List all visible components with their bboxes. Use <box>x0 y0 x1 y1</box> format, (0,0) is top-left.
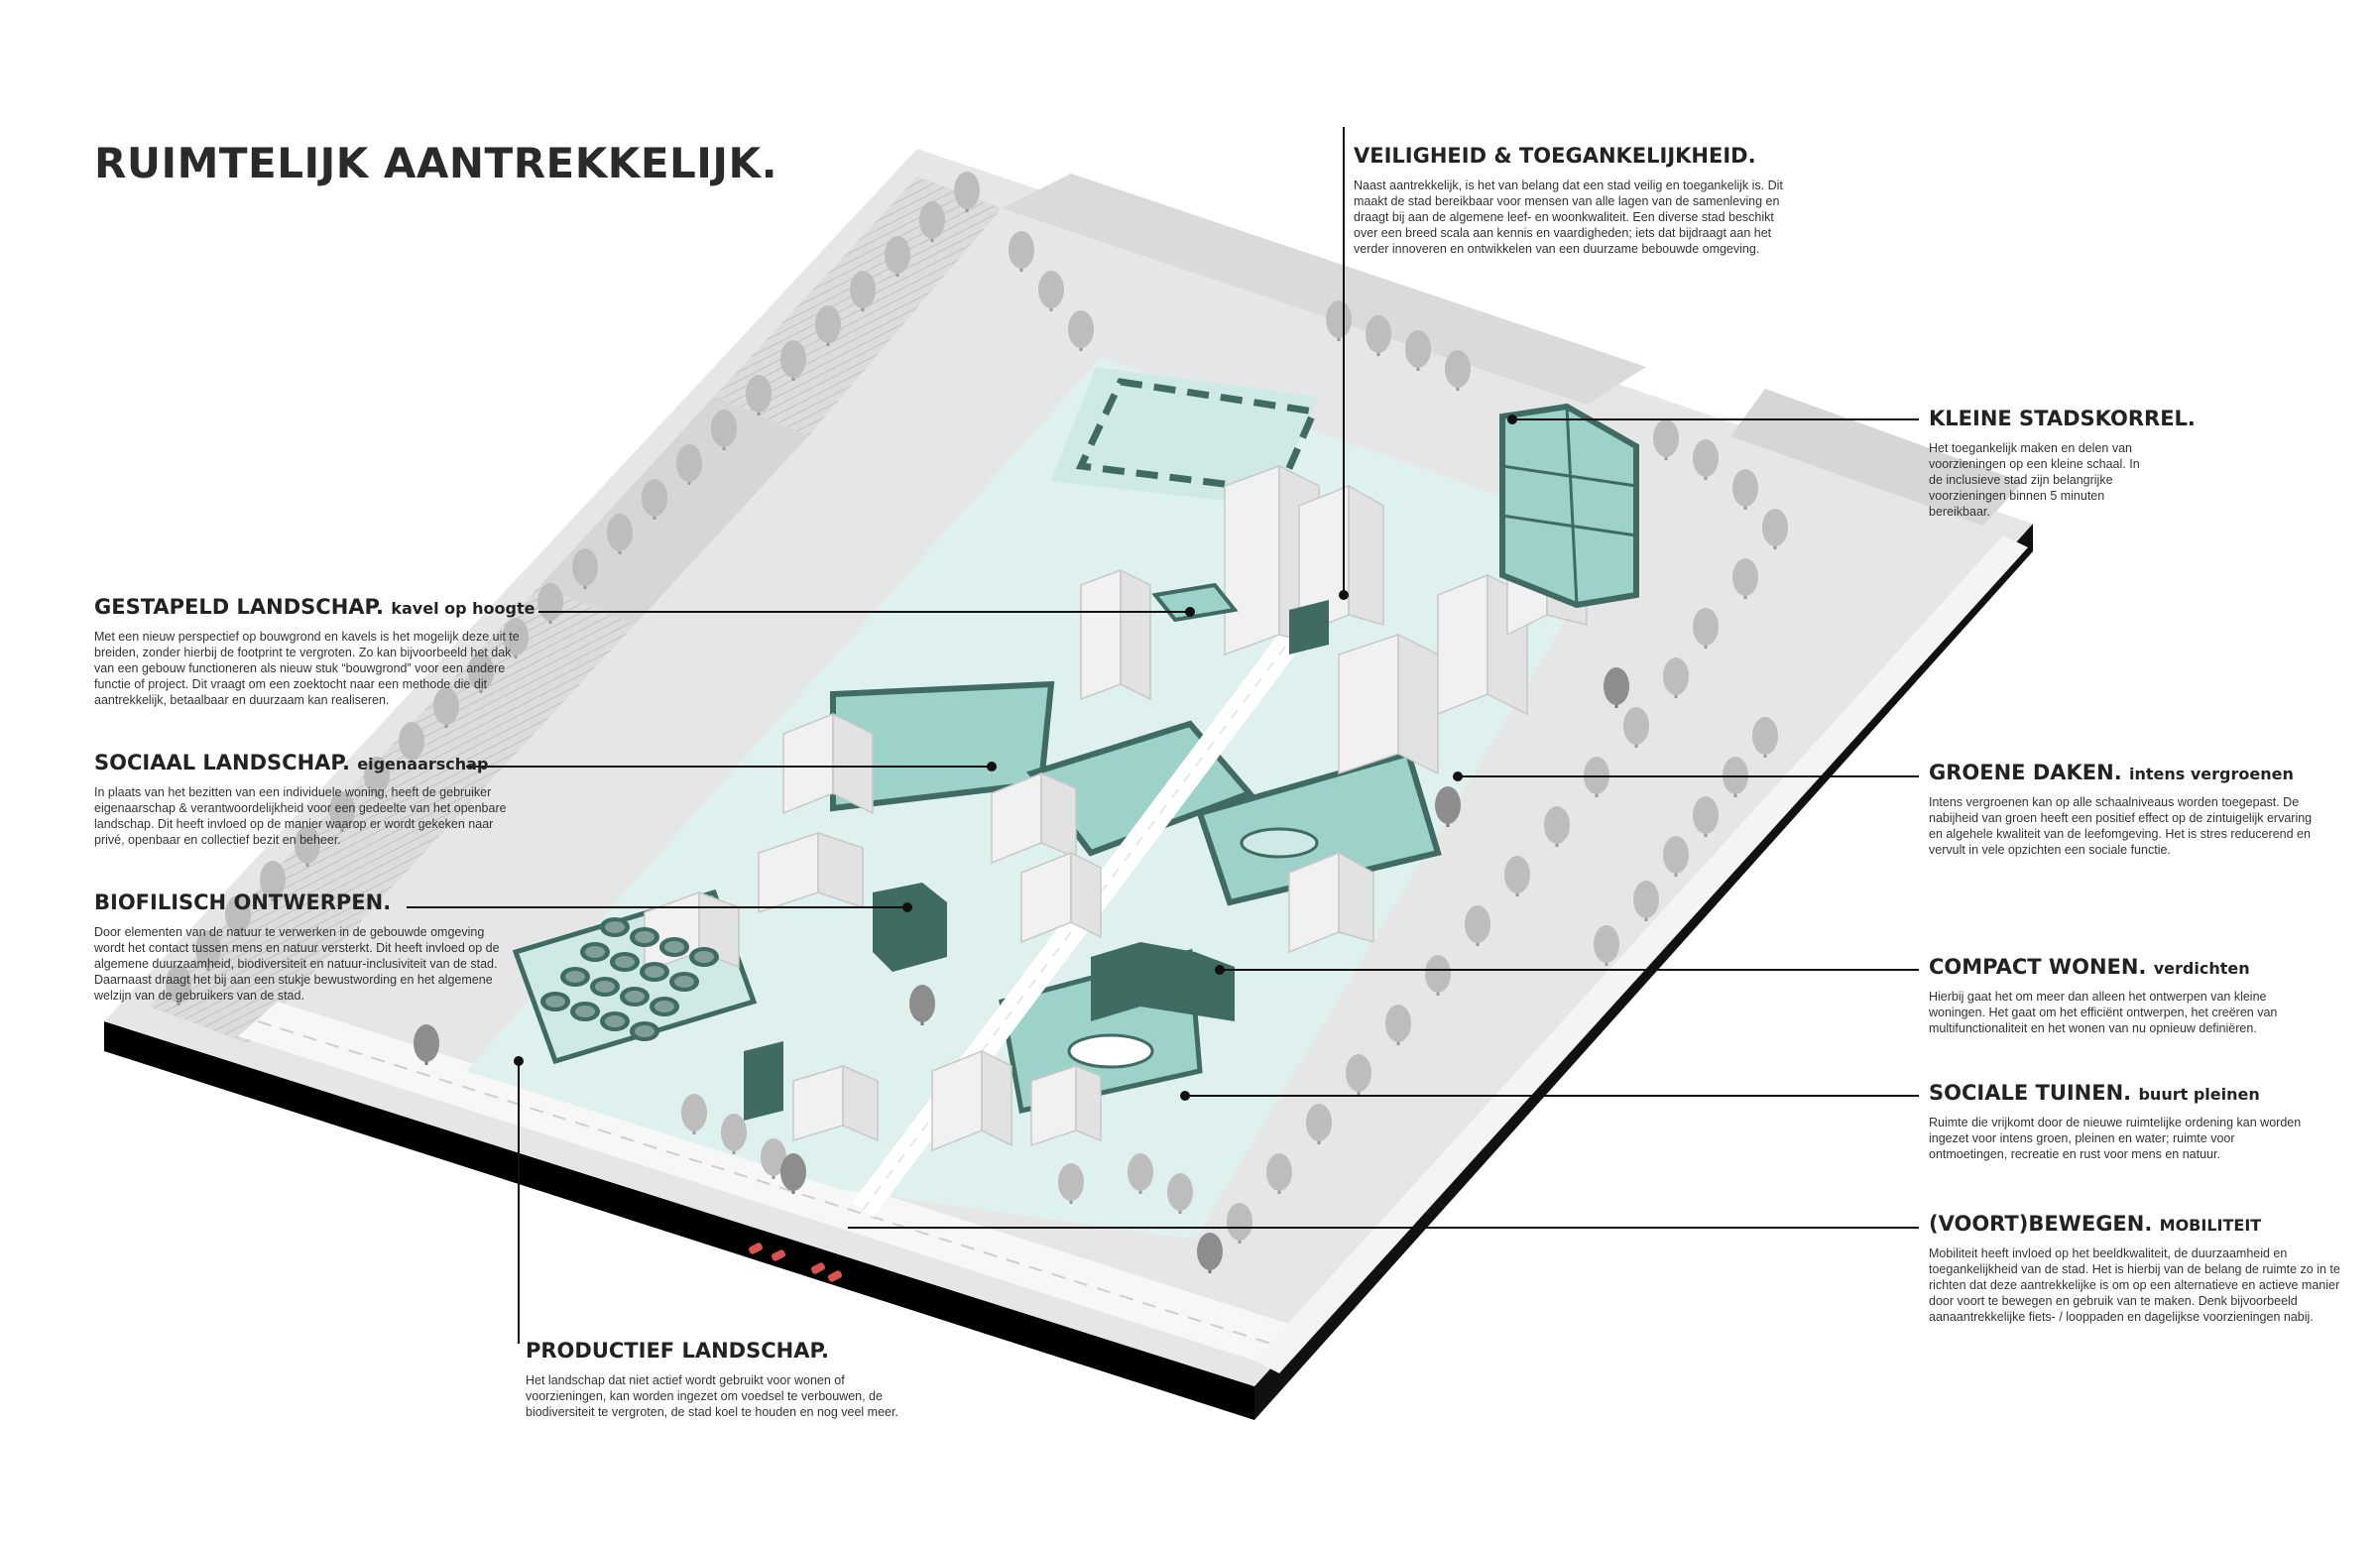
annotation-body: Ruimte die vrijkomt door de nieuwe ruimt… <box>1929 1116 2302 1161</box>
annotation-heading: COMPACT WONEN. verdichten <box>1929 955 2250 979</box>
roads <box>238 535 2028 1373</box>
annotation-heading: VEILIGHEID & TOEGANKELIJKHEID. <box>1354 144 1756 168</box>
annotation-voortbewegen: (VOORT)BEWEGEN. MOBILITEIT Mobiliteit he… <box>1929 1212 2345 1325</box>
annotation-body: Met een nieuw perspectief op bouwgrond e… <box>94 630 520 707</box>
annotation-biofilisch-ontwerpen: BIOFILISCH ONTWERPEN. Door elementen van… <box>94 890 511 1004</box>
annotation-body: In plaats van het bezitten van een indiv… <box>94 785 507 847</box>
annotation-gestapeld-landschap: GESTAPELD LANDSCHAP. kavel op hoogte Met… <box>94 595 536 708</box>
annotation-heading: BIOFILISCH ONTWERPEN. <box>94 890 392 914</box>
annotation-heading: KLEINE STADSKORREL. <box>1929 407 2196 430</box>
leader-lines <box>407 127 1919 1344</box>
annotation-heading: PRODUCTIEF LANDSCHAP. <box>526 1339 829 1363</box>
annotation-sociaal-landschap: SOCIAAL LANDSCHAP. eigenaarschap In plaa… <box>94 751 511 848</box>
leader-dots <box>514 415 1517 1101</box>
annotation-body: Het landschap dat niet actief wordt gebr… <box>526 1373 898 1419</box>
building-block <box>644 464 1588 1152</box>
annotation-productief-landschap: PRODUCTIEF LANDSCHAP. Het landschap dat … <box>526 1339 902 1420</box>
cars <box>748 1243 843 1282</box>
annotation-groene-daken: GROENE DAKEN. intens vergroenen Intens v… <box>1929 761 2325 858</box>
annotation-heading: SOCIAAL LANDSCHAP. eigenaarschap <box>94 751 489 774</box>
annotation-heading: (VOORT)BEWEGEN. MOBILITEIT <box>1929 1212 2262 1236</box>
annotation-body: Intens vergroenen kan op alle schaalnive… <box>1929 795 2313 857</box>
annotation-heading: GROENE DAKEN. intens vergroenen <box>1929 761 2294 784</box>
annotation-body: Mobiliteit heeft invloed op het beeldkwa… <box>1929 1246 2340 1324</box>
annotation-heading: SOCIALE TUINEN. buurt pleinen <box>1929 1081 2260 1105</box>
annotation-veiligheid: VEILIGHEID & TOEGANKELIJKHEID. Naast aan… <box>1354 144 1790 257</box>
annotation-body: Door elementen van de natuur te verwerke… <box>94 925 500 1003</box>
teal-buildings <box>744 403 1639 1121</box>
annotation-body: Hierbij gaat het om meer dan alleen het … <box>1929 990 2278 1035</box>
page-title: RUIMTELIJK AANTREKKELIJK. <box>94 139 778 187</box>
annotation-body: Naast aantrekkelijk, is het van belang d… <box>1354 178 1783 256</box>
buildings <box>644 403 1639 1152</box>
annotation-kleine-stadskorrel: KLEINE STADSKORREL. Het toegankelijk mak… <box>1929 407 2196 520</box>
annotation-sociale-tuinen: SOCIALE TUINEN. buurt pleinen Ruimte die… <box>1929 1081 2306 1162</box>
annotation-body: Het toegankelijk maken en delen van voor… <box>1929 441 2140 519</box>
annotation-heading: GESTAPELD LANDSCHAP. kavel op hoogte <box>94 595 536 619</box>
annotation-compact-wonen: COMPACT WONEN. verdichten Hierbij gaat h… <box>1929 955 2306 1036</box>
